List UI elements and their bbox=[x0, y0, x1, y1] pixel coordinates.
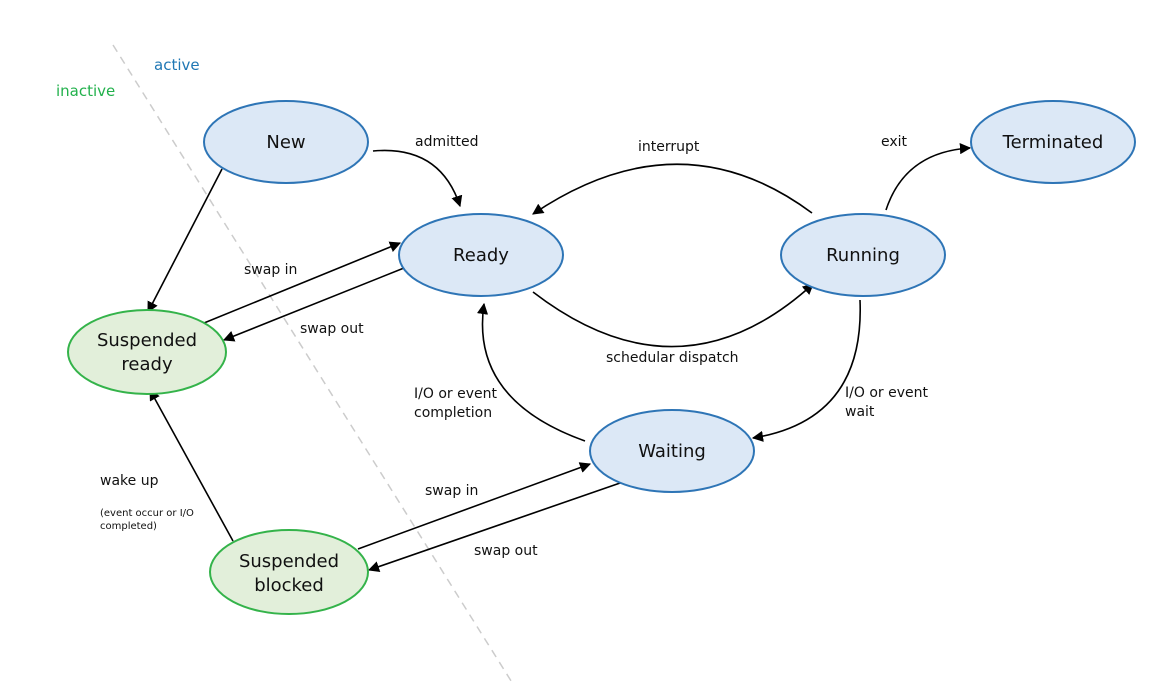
label-wake-up-note-line2: completed) bbox=[100, 521, 157, 532]
state-ready-label: Ready bbox=[453, 245, 509, 266]
label-swap-out-ready: swap out bbox=[300, 321, 364, 337]
state-terminated-label: Terminated bbox=[1002, 132, 1104, 153]
edge-swap-out-waiting bbox=[367, 481, 624, 572]
state-suspended-ready-label-line1: Suspended bbox=[97, 330, 197, 351]
label-wake-up-note-line1: (event occur or I/O bbox=[100, 508, 194, 519]
state-ready: Ready bbox=[398, 213, 564, 297]
state-terminated: Terminated bbox=[970, 100, 1136, 184]
label-io-event-wait-line1: I/O or event bbox=[845, 385, 928, 401]
edge-wake-up bbox=[149, 389, 234, 542]
state-new-label: New bbox=[266, 132, 305, 153]
state-running-label: Running bbox=[826, 245, 900, 266]
edge-interrupt bbox=[532, 163, 813, 215]
edge-swap-out-ready bbox=[222, 267, 405, 342]
label-wake-up: wake up bbox=[100, 473, 159, 489]
edge-scheduler-dispatch bbox=[532, 283, 814, 348]
label-io-event-wait-line2: wait bbox=[845, 404, 875, 420]
state-suspended-ready: Suspended ready bbox=[67, 309, 227, 395]
edge-io-event-completion bbox=[477, 302, 586, 442]
label-exit: exit bbox=[881, 134, 908, 150]
state-running: Running bbox=[780, 213, 946, 297]
state-waiting: Waiting bbox=[589, 409, 755, 493]
state-suspended-blocked-label-line2: blocked bbox=[254, 575, 324, 596]
edge-exit bbox=[885, 143, 972, 211]
label-scheduler-dispatch: schedular dispatch bbox=[606, 350, 739, 366]
label-io-event-completion-line2: completion bbox=[414, 405, 492, 421]
inactive-region-label: inactive bbox=[56, 82, 115, 100]
edge-swap-in-ready bbox=[203, 241, 402, 324]
label-swap-in-ready: swap in bbox=[244, 262, 297, 278]
label-admitted: admitted bbox=[415, 134, 478, 150]
state-new: New bbox=[203, 100, 369, 184]
label-swap-in-waiting: swap in bbox=[425, 483, 478, 499]
edge-admitted bbox=[372, 149, 463, 208]
state-suspended-blocked: Suspended blocked bbox=[209, 529, 369, 615]
active-region-label: active bbox=[154, 56, 200, 74]
label-interrupt: interrupt bbox=[638, 139, 700, 155]
edge-io-event-wait bbox=[751, 299, 861, 442]
state-suspended-blocked-label-line1: Suspended bbox=[239, 551, 339, 572]
state-waiting-label: Waiting bbox=[638, 441, 706, 462]
state-suspended-ready-label-line2: ready bbox=[121, 354, 173, 375]
edge-new-to-suspended-ready bbox=[147, 168, 223, 313]
edge-swap-in-waiting bbox=[357, 462, 592, 550]
label-swap-out-waiting: swap out bbox=[474, 543, 538, 559]
label-io-event-completion-line1: I/O or event bbox=[414, 386, 497, 402]
